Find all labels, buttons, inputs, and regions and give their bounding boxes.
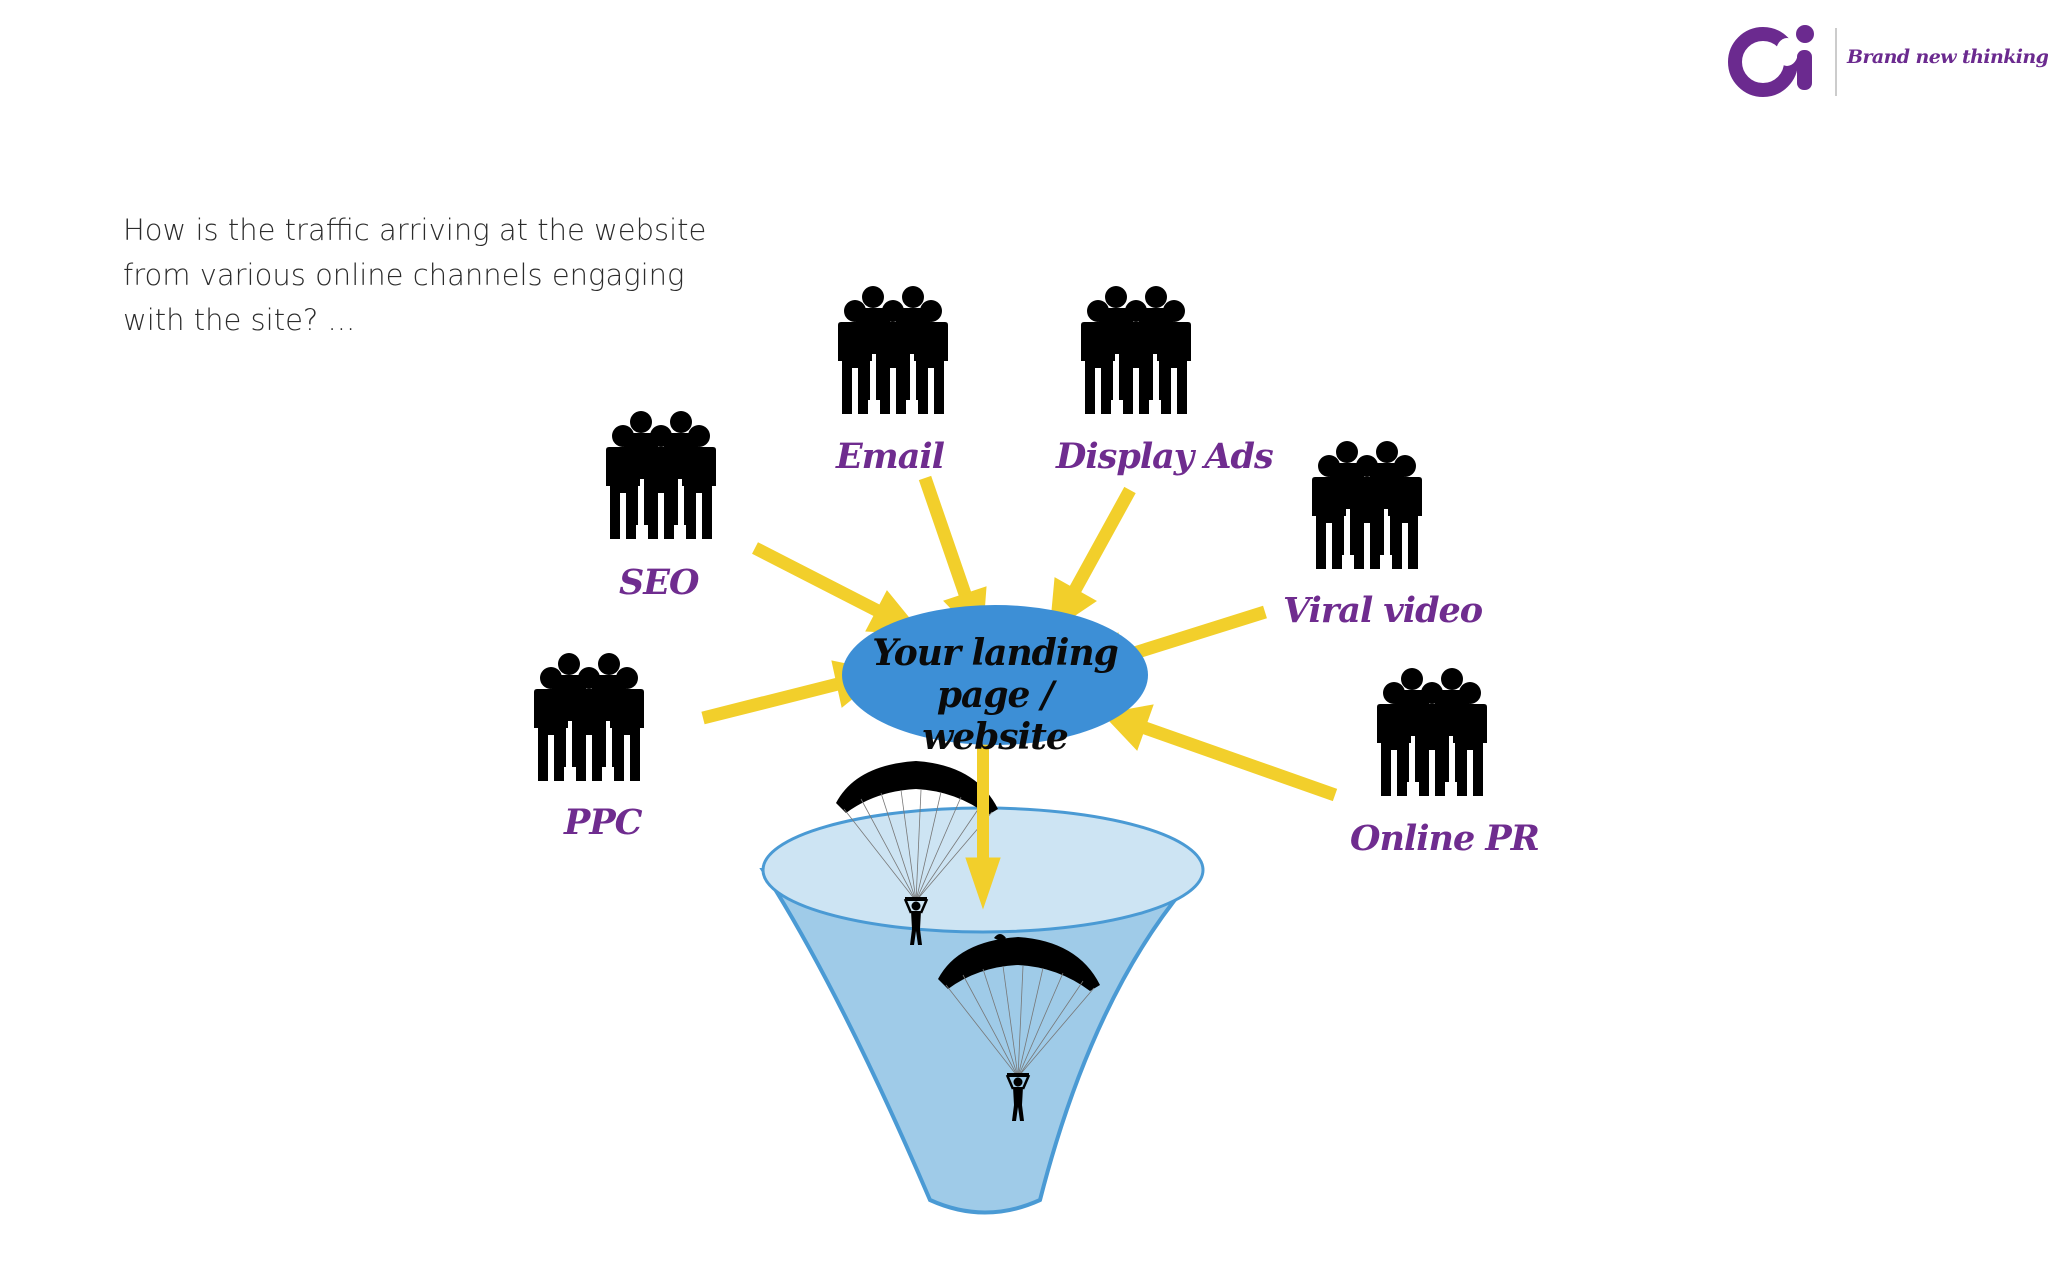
email-people-icon xyxy=(838,286,948,414)
channel-label-seo: SEO xyxy=(619,562,699,603)
online-pr-people-icon xyxy=(1377,668,1487,796)
channel-label-viral-video: Viral video xyxy=(1283,590,1483,631)
landing-page-hub xyxy=(842,605,1148,745)
channel-label-online-pr: Online PR xyxy=(1350,818,1540,859)
brand-logo xyxy=(1725,22,2025,102)
hub-label-line1: Your landing xyxy=(872,632,1119,674)
display-ads-people-icon xyxy=(1081,286,1191,414)
brand-tagline: Brand new thinking xyxy=(1847,46,2048,68)
hub-label: Your landing page / website xyxy=(870,632,1120,758)
intro-text: How is the traffic arriving at the websi… xyxy=(123,213,707,337)
channel-label-email: Email xyxy=(836,436,945,477)
hub-label-line2: page / website xyxy=(922,674,1069,758)
viral-video-people-icon xyxy=(1312,441,1422,569)
oi-logo-icon xyxy=(1728,25,1837,97)
channel-label-ppc: PPC xyxy=(564,802,642,843)
ppc-people-icon xyxy=(534,653,644,781)
seo-people-icon xyxy=(606,411,716,539)
channel-label-display-ads: Display Ads xyxy=(1056,436,1274,477)
